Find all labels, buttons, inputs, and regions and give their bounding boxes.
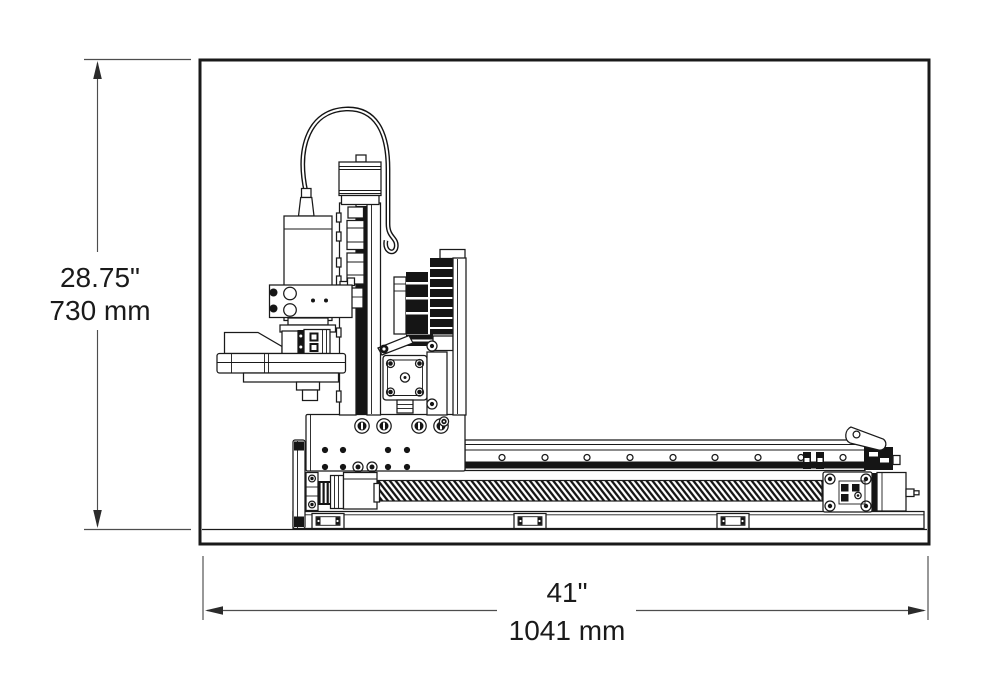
carriage-screw-dots	[321, 446, 411, 473]
gantry-rail	[464, 439, 866, 472]
spindle-nose	[295, 381, 321, 391]
width-dimension-millimeters: 1041 mm	[509, 615, 626, 646]
ball-nut-coupling	[305, 471, 381, 512]
spindle-cable	[300, 106, 399, 255]
machine-base	[292, 510, 925, 530]
leveling-foot	[513, 512, 547, 530]
left-end-plate	[292, 439, 306, 530]
rail-holes	[498, 453, 847, 462]
pulley-stack	[393, 248, 466, 352]
x-axis-stepper-motor	[872, 471, 920, 512]
collet-nut	[301, 389, 319, 402]
dust-shoe-arm	[216, 328, 347, 402]
carriage-bolt	[354, 418, 370, 434]
cable-connector	[300, 187, 312, 199]
ball-screw	[377, 479, 823, 502]
height-dimension: 28.75" 730 mm	[49, 58, 191, 531]
tension-lever	[845, 426, 887, 451]
leveling-foot	[716, 512, 750, 530]
arrow-right-icon	[908, 606, 926, 615]
arrow-left-icon	[205, 606, 223, 615]
leveling-foot	[311, 512, 345, 530]
carriage-bolt	[376, 418, 392, 434]
z-bearing-blocks	[346, 206, 365, 309]
y-axis-stepper-motor	[382, 340, 448, 416]
height-dimension-millimeters: 730 mm	[49, 295, 150, 326]
gantry-side-plate	[452, 257, 467, 416]
rail-end-junction	[864, 447, 901, 470]
width-dimension: 41" 1041 mm	[202, 556, 929, 646]
width-dimension-inches: 41"	[546, 577, 587, 608]
height-dimension-inches: 28.75"	[60, 262, 140, 293]
carriage-bolt	[411, 418, 427, 434]
end-bearing-block	[822, 471, 873, 513]
arrow-down-icon	[93, 510, 102, 528]
z-axis-stepper-motor	[338, 154, 382, 206]
arrow-up-icon	[93, 61, 102, 79]
spindle-mount-plate	[268, 277, 356, 319]
machine-drawing	[216, 106, 925, 530]
belt-tensioner	[377, 334, 414, 356]
carriage-plate	[305, 413, 466, 473]
